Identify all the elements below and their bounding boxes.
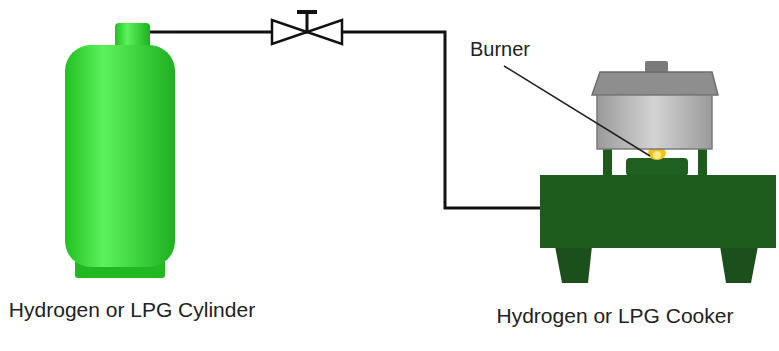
flame-core xyxy=(653,151,661,159)
burner-body xyxy=(626,158,688,176)
gas-pipe xyxy=(178,32,540,208)
cylinder-body xyxy=(65,45,175,267)
cooker-body xyxy=(540,175,776,248)
cylinder-node: Hydrogen or LPG Cylinder xyxy=(62,22,178,280)
cooker-leg xyxy=(555,246,592,283)
part-label: Burner xyxy=(470,38,530,61)
cylinder-drawing xyxy=(62,22,178,280)
cooker-node: Hydrogen or LPG Cooker xyxy=(540,172,776,284)
pot-support xyxy=(603,148,612,176)
pot-support xyxy=(698,148,707,176)
cooking-pot xyxy=(592,61,718,149)
component-caption: Hydrogen or LPG Cylinder xyxy=(9,298,255,322)
cooker-leg xyxy=(720,246,758,283)
leader-line xyxy=(504,66,650,156)
pipe-stub xyxy=(150,31,178,34)
valve-symbol xyxy=(272,12,342,44)
component-caption: Hydrogen or LPG Cooker xyxy=(497,304,734,328)
cooker-drawing xyxy=(540,172,776,284)
